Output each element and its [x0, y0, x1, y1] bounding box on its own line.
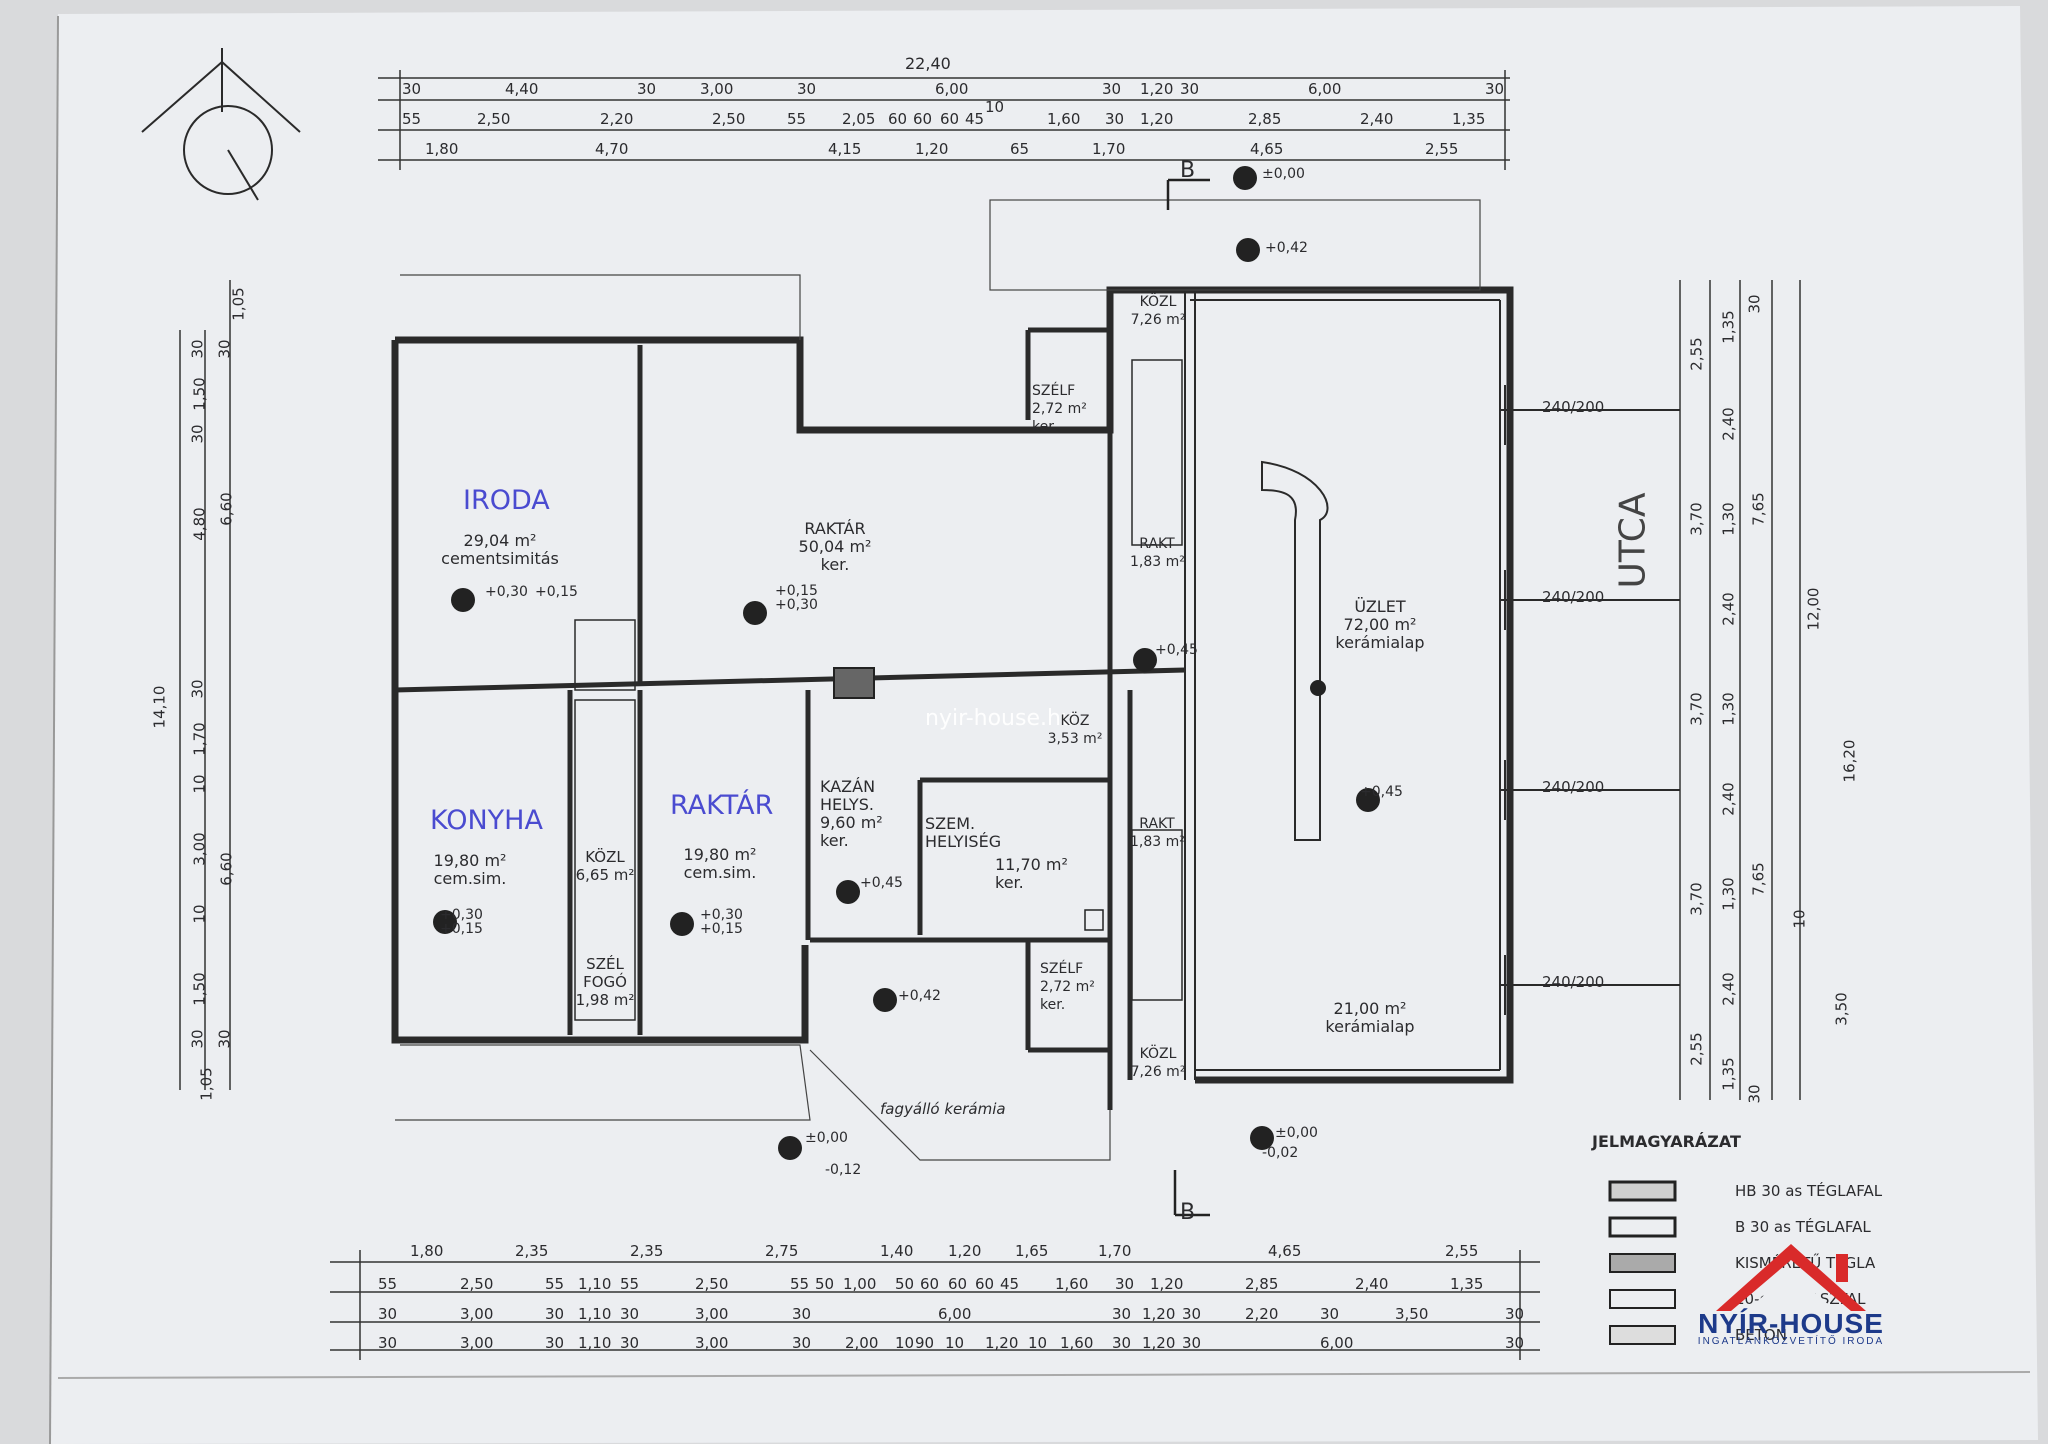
top-dimension-lines — [378, 70, 1510, 170]
logo-subtitle: INGATLANKÖZVETÍTŐ IRODA — [1697, 1336, 1885, 1347]
level-top42: +0,42 — [1265, 240, 1308, 256]
room-kozl-left: KÖZL 6,65 m² — [575, 848, 635, 884]
room-kozl-top: KÖZL 7,26 m² — [1130, 294, 1186, 328]
right-mid-dim: 12,00 — [1804, 587, 1823, 631]
terrace-label: fagyálló kerámia — [880, 1100, 1006, 1118]
top-total-dim: 22,40 — [905, 54, 951, 73]
room-szelf-bot: SZÉLF 2,72 m² ker. — [1040, 961, 1095, 1013]
logo-brand: NYÍR-HOUSE — [1698, 1308, 1884, 1339]
room-konyha-info: 19,80 m² cem.sim. — [433, 851, 507, 888]
room-konyha-levels: +0,30 +0,15 — [440, 907, 483, 937]
room-raktar-big: RAKTÁR 50,04 m² ker. — [798, 519, 872, 574]
left-dimension-lines — [179, 280, 231, 1090]
room-raktar-big-levels: +0,15 +0,30 — [775, 583, 818, 613]
room-szem-info: 11,70 m² ker. — [995, 855, 1068, 892]
street-label: UTCA — [1612, 492, 1654, 589]
section-cut-markers — [1166, 178, 1210, 1217]
room-kazan-level: +0,45 — [860, 875, 903, 891]
room-szelfogo-left: SZÉL FOGÓ 1,98 m² — [575, 955, 635, 1009]
bottom-dimension-lines — [330, 1250, 1540, 1360]
watermark-text: nyir-house.hu — [925, 706, 1075, 731]
room-uzlet: ÜZLET 72,00 m² kerámialap — [1335, 597, 1425, 652]
north-arrow-icon — [141, 48, 301, 201]
room-szelf-top: SZÉLF 2,72 m² ker. — [1032, 383, 1087, 435]
room-uzlet-level: +0,45 — [1360, 784, 1403, 800]
chimney — [833, 667, 875, 699]
right-dimension-lines — [1679, 280, 1801, 1100]
inner-wall-lines — [1184, 290, 1501, 1080]
room-raktar-mid-name: RAKTÁR — [670, 790, 774, 821]
room-raktar-mid-levels: +0,30 +0,15 — [700, 907, 743, 937]
stairs — [574, 359, 1183, 1021]
level-bot002: -0,02 — [1262, 1145, 1299, 1161]
paper-sheet — [50, 6, 2038, 1444]
room-iroda-name: IRODA — [463, 485, 550, 516]
right-total-dim: 16,20 — [1840, 739, 1859, 783]
section-label-top: B — [1180, 158, 1196, 183]
room-rakt-bot: RAKT 1,83 m² — [1130, 816, 1185, 850]
level-bot0: ±0,00 — [805, 1130, 848, 1146]
room-uzlet2: 21,00 m² kerámialap — [1325, 999, 1415, 1036]
room-rakt-top: RAKT 1,83 m² — [1130, 536, 1185, 570]
legend-title: JELMAGYARÁZAT — [1592, 1132, 1741, 1151]
nyir-house-logo: NYÍR-HOUSE INGATLANKÖZVETÍTŐ IRODA — [1596, 1236, 1986, 1356]
interior-walls — [394, 290, 1186, 1110]
room-iroda-level: +0,30 — [485, 584, 528, 600]
shop-ramp — [1261, 460, 1329, 841]
level-markers — [433, 166, 1380, 1160]
level-mid045: +0,45 — [1155, 642, 1198, 658]
level-bot42: +0,42 — [898, 988, 941, 1004]
house-roof-icon — [1716, 1244, 1866, 1311]
level-low012: -0,12 — [825, 1162, 862, 1178]
section-label-bottom: B — [1180, 1200, 1196, 1225]
room-raktar-mid-info: 19,80 m² cem.sim. — [683, 845, 757, 882]
level-top0: ±0,00 — [1262, 166, 1305, 182]
room-szem: SZEM. HELYISÉG — [925, 814, 1002, 851]
room-iroda-level2: +0,15 — [535, 584, 578, 600]
level-bot0b: ±0,00 — [1275, 1125, 1318, 1141]
room-koz-small: KÖZ 3,53 m² — [1047, 713, 1103, 747]
room-kozl-bot: KÖZL 7,26 m² — [1130, 1046, 1186, 1080]
legend-swatches — [1608, 1180, 1677, 1345]
window-openings — [1500, 385, 1680, 1015]
room-konyha-name: KONYHA — [430, 805, 543, 836]
room-kazan: KAZÁN HELYS. 9,60 m² ker. — [820, 777, 883, 850]
room-iroda-info: 29,04 m² cementsimitás — [441, 531, 559, 568]
left-total-dim: 14,10 — [150, 685, 169, 729]
terrace-outline — [395, 199, 1481, 1161]
